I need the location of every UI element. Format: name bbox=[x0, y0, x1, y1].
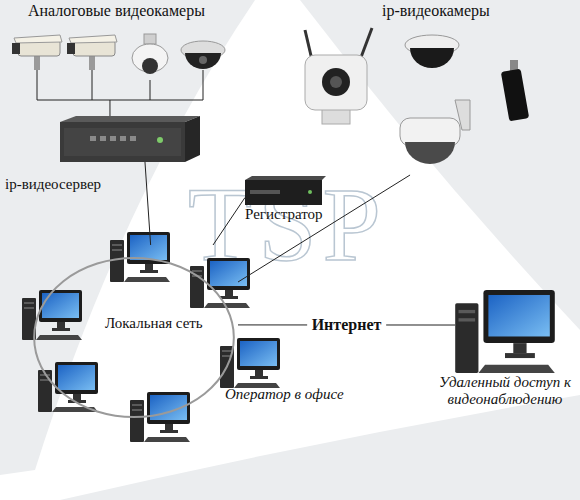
video-server-device bbox=[130, 136, 136, 141]
remote-computer bbox=[455, 290, 555, 373]
ip-dome-camera bbox=[405, 35, 459, 68]
node-label: ip-видеокамеры bbox=[382, 2, 572, 20]
ip-bullet-camera bbox=[501, 60, 529, 121]
network-ring: Локальная сеть bbox=[30, 245, 238, 430]
camera-wires bbox=[37, 70, 203, 100]
recorder-device: Регистратор bbox=[245, 180, 322, 205]
workstation: Удаленный доступ к видеонаблюдению bbox=[455, 290, 555, 373]
ip-wifi-camera bbox=[305, 55, 367, 110]
video-server-device bbox=[120, 136, 126, 141]
analog-camera bbox=[12, 35, 117, 70]
node-label: Удаленный доступ к видеонаблюдению bbox=[430, 374, 580, 409]
camera-wires bbox=[92, 70, 93, 100]
video-server-device bbox=[110, 136, 116, 141]
analog-camera bbox=[67, 35, 117, 70]
dvr-device bbox=[245, 176, 326, 180]
ptz-camera bbox=[144, 34, 156, 44]
remote-computer bbox=[455, 290, 555, 373]
camera-wires bbox=[150, 80, 151, 100]
node-label: Оператор в офисе bbox=[225, 386, 355, 403]
ip-wifi-camera bbox=[305, 28, 372, 124]
dome-camera bbox=[199, 56, 207, 64]
lan-computer bbox=[38, 362, 98, 412]
ip-wifi-camera bbox=[322, 68, 350, 96]
lan-computer bbox=[22, 290, 82, 340]
camera-group: ip-видеокамеры bbox=[290, 0, 580, 175]
video-server-device bbox=[157, 137, 163, 143]
ring-outline bbox=[34, 258, 234, 417]
video-server-device bbox=[185, 116, 200, 162]
connector-line bbox=[145, 162, 151, 245]
connector-line bbox=[238, 175, 410, 282]
ptz-camera bbox=[132, 34, 168, 74]
ip-wifi-camera bbox=[360, 28, 372, 60]
ip-ptz-camera bbox=[400, 100, 470, 164]
video-server-device bbox=[64, 128, 181, 156]
camera-wires bbox=[37, 70, 38, 100]
node-label: Регистратор bbox=[245, 206, 365, 223]
ip-ptz-camera bbox=[400, 118, 460, 146]
ptz-camera bbox=[142, 58, 158, 74]
dome-camera bbox=[185, 53, 221, 69]
ring-outline bbox=[30, 245, 238, 430]
connector-line bbox=[109, 100, 110, 116]
lan-computer bbox=[110, 232, 170, 282]
server-device: ip-видеосервер bbox=[60, 116, 200, 162]
node-label: ip-видеосервер bbox=[5, 176, 155, 193]
ip-wifi-camera bbox=[330, 76, 342, 88]
camera-wires bbox=[203, 70, 204, 100]
connector-line bbox=[213, 198, 245, 246]
background-wedge bbox=[300, 0, 580, 330]
ip-ptz-camera bbox=[405, 142, 455, 164]
ip-dome-camera bbox=[410, 48, 454, 68]
dome-camera bbox=[181, 41, 225, 69]
dvr-device bbox=[245, 180, 322, 205]
node-label: Аналоговые видеокамеры bbox=[28, 2, 232, 20]
camera-group: Аналоговые видеокамеры bbox=[0, 0, 232, 100]
lan-computer bbox=[22, 232, 250, 442]
dvr-device bbox=[245, 176, 326, 205]
dvr-device bbox=[308, 190, 312, 194]
edge-label: Интернет bbox=[307, 316, 387, 334]
workstation: Оператор в офисе bbox=[220, 338, 280, 388]
video-server-device bbox=[100, 136, 106, 141]
video-server-device bbox=[60, 122, 185, 162]
camera-wires bbox=[37, 100, 203, 101]
video-server-device bbox=[60, 116, 200, 122]
ip-bullet-camera bbox=[501, 69, 529, 122]
node-label: Локальная сеть bbox=[105, 315, 235, 332]
video-server-device bbox=[60, 116, 200, 162]
dvr-device bbox=[250, 190, 280, 194]
analog-camera bbox=[12, 35, 62, 70]
video-server-device bbox=[90, 136, 96, 141]
